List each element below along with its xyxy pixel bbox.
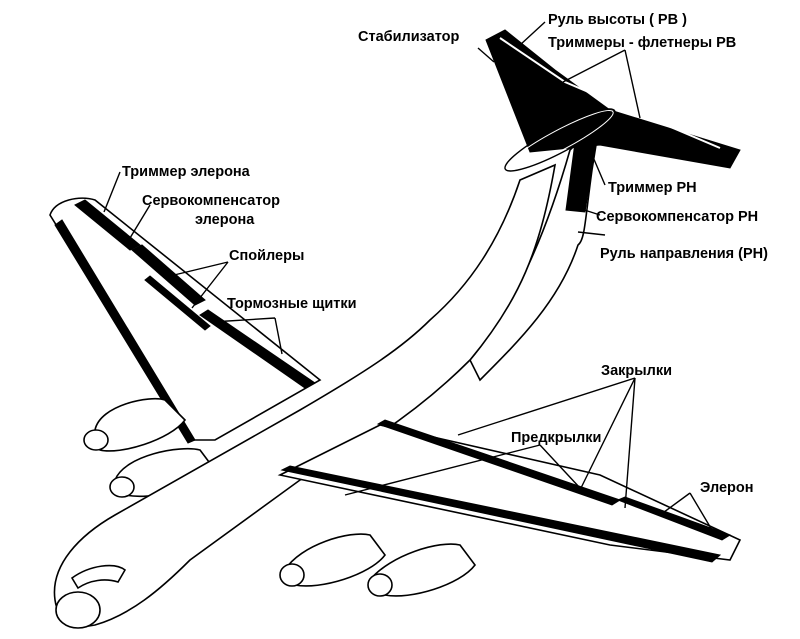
label-elevator: Руль высоты ( РВ )	[548, 12, 687, 28]
left-wing	[49, 197, 322, 441]
label-flaps: Закрылки	[601, 363, 672, 379]
label-spoilers: Спойлеры	[229, 248, 304, 264]
label-stabilizer: Стабилизатор	[358, 29, 459, 45]
leader-lines	[103, 21, 713, 531]
label-slats: Предкрылки	[511, 430, 601, 446]
left-spoilers	[144, 275, 211, 331]
fin-ring	[504, 108, 616, 172]
label-aileron-trim: Триммер элерона	[122, 164, 251, 180]
nose	[55, 591, 101, 629]
left-aileron-trim	[74, 199, 141, 251]
right-wing-leading-strip	[280, 465, 722, 563]
left-engines	[83, 398, 217, 498]
left-brakes	[199, 309, 316, 389]
label-rudder-servo: Сервокомпенсатор РН	[596, 209, 758, 225]
label-rudder: Руль направления (РН)	[600, 246, 768, 262]
cockpit-windows	[70, 564, 127, 590]
label-aileron-servo-2: элерона	[195, 212, 255, 228]
right-engines	[279, 533, 477, 597]
left-aileron-servo	[131, 244, 206, 306]
label-elevator-trim-tabs: Триммеры - флетнеры РВ	[548, 35, 736, 51]
label-aileron-servo-1: Сервокомпенсатор	[142, 193, 280, 209]
elevator-trim-line	[499, 37, 721, 149]
left-wing-leading-strip	[54, 219, 196, 444]
label-air-brakes: Тормозные щитки	[227, 296, 357, 312]
label-rudder-trim: Триммер РН	[608, 180, 697, 196]
fuselage	[53, 163, 557, 627]
label-aileron: Элерон	[700, 480, 754, 496]
right-aileron-strip	[616, 496, 732, 541]
